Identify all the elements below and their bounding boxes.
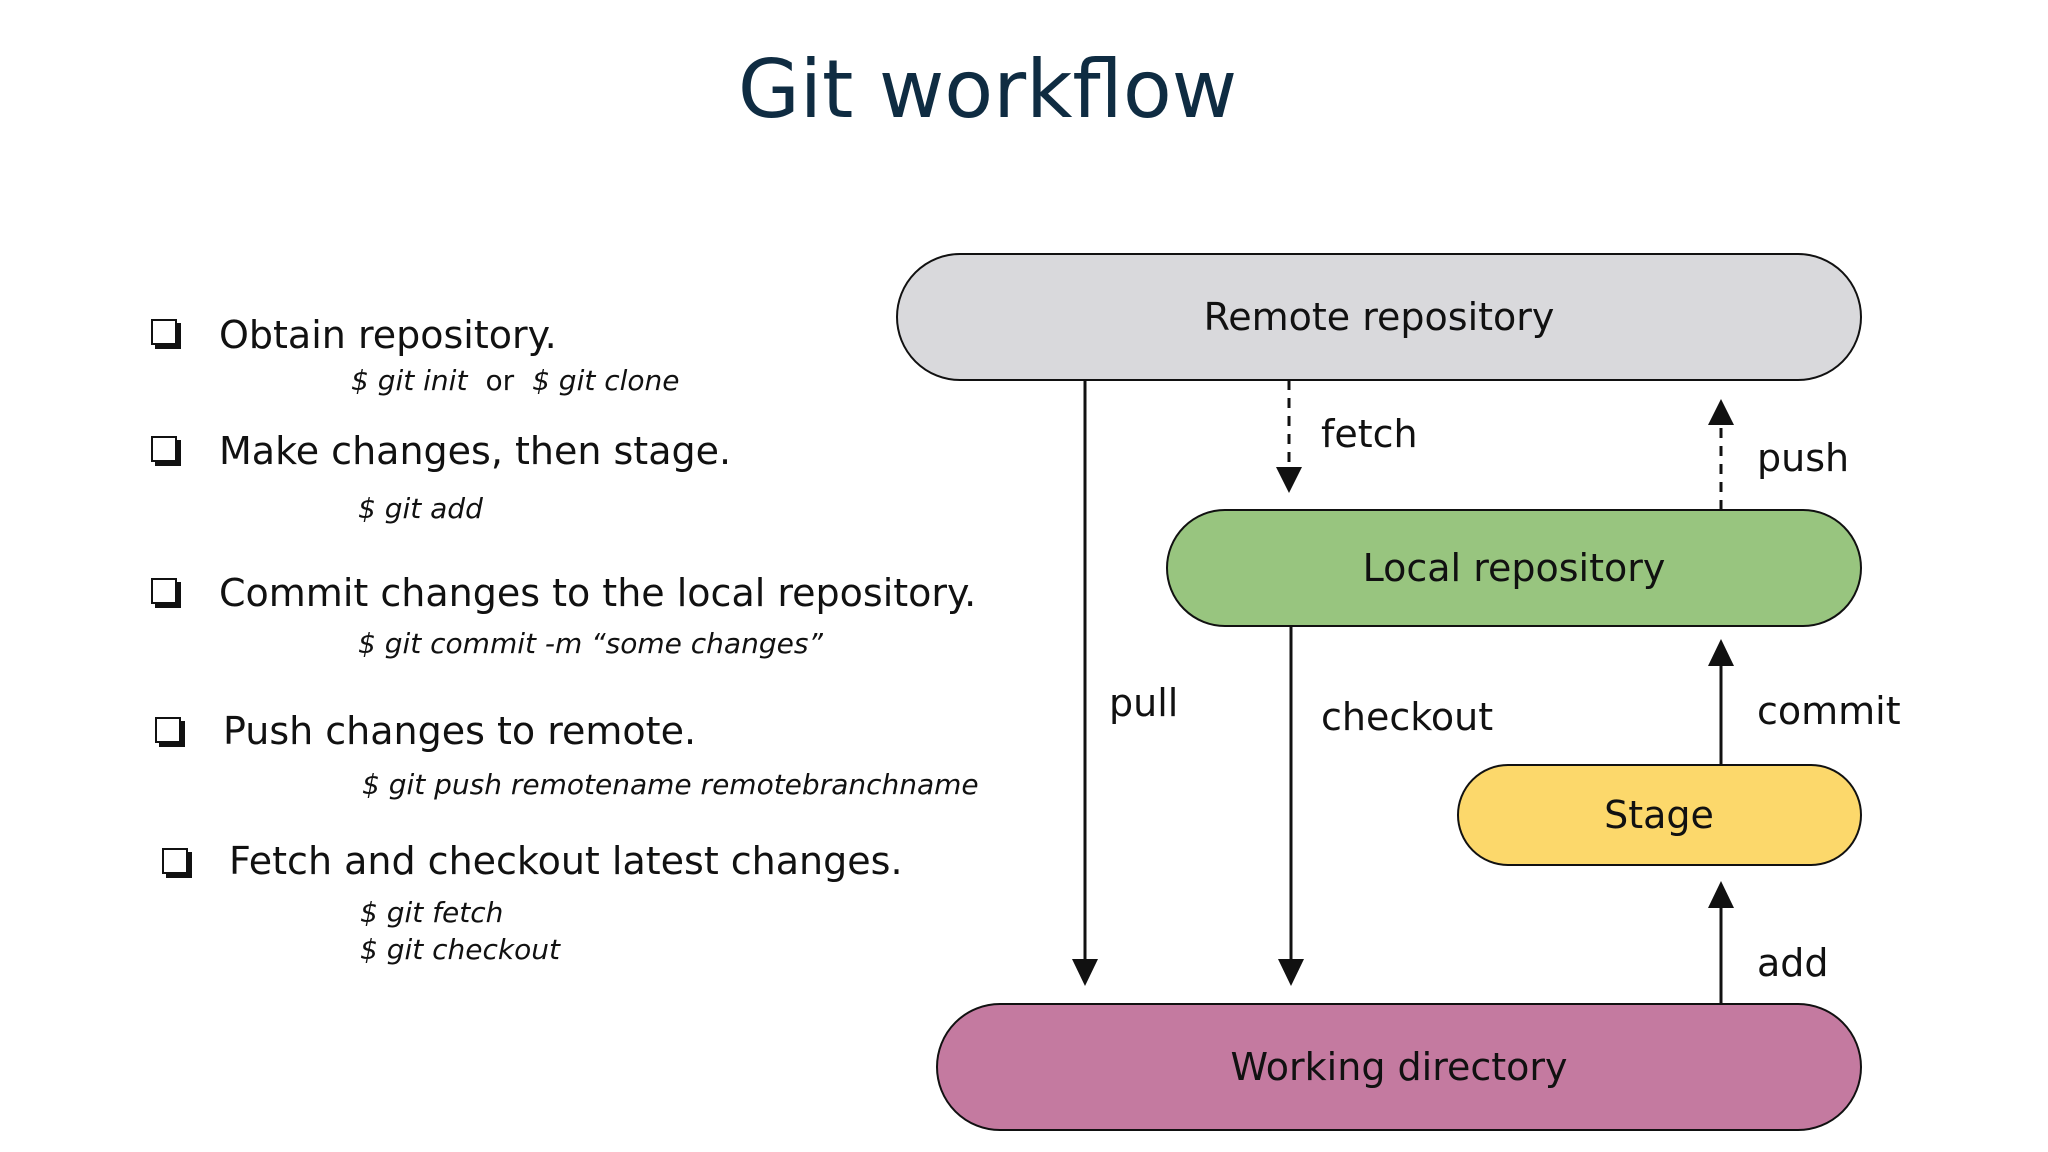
add-label: add [1757,941,1829,985]
node-local-repository: Local repository [1166,509,1862,627]
step-push-changes: Push changes to remote. [223,709,697,753]
commit-label: commit [1757,689,1901,733]
checkbox-icon [155,717,181,743]
push-label: push [1757,436,1849,480]
push-arrowhead [1708,399,1734,425]
remote-repository-shape [896,253,1862,381]
checkout-arrowhead [1278,959,1304,986]
stage-label: Stage [1604,793,1714,837]
checkout-label: checkout [1321,695,1493,739]
working-directory-label: Working directory [1230,1045,1567,1089]
local-repository-shape [1166,509,1862,627]
step-commit-changes: Commit changes to the local repository. [219,571,977,615]
pull-arrowhead [1072,959,1098,986]
page-title: Git workflow [737,43,1238,136]
edge-commit: commit [1708,639,1901,765]
node-working-directory: Working directory [936,1003,1862,1131]
command-git-commit: $ git commit -m “some changes” [358,627,823,660]
command-git-fetch: $ git fetch [360,896,504,929]
edge-push: push [1708,399,1849,510]
node-stage: Stage [1457,764,1862,866]
step-make-changes: Make changes, then stage. [219,429,732,473]
command-git-add: $ git add [358,492,483,525]
working-directory-shape [936,1003,1862,1131]
step-fetch-checkout: Fetch and checkout latest changes. [229,839,903,883]
local-repository-label: Local repository [1363,546,1666,590]
checkbox-icon [162,848,188,874]
command-git-init: $ git init [351,364,468,397]
pull-label: pull [1109,681,1178,725]
fetch-arrowhead [1276,467,1302,493]
edge-checkout: checkout [1278,626,1493,986]
checkbox-icon [151,578,177,604]
checkbox-icon [151,436,177,462]
checkbox-icon [151,319,177,345]
edge-pull: pull [1072,380,1178,986]
command-git-clone: $ git clone [532,364,680,397]
add-arrowhead [1708,881,1734,908]
remote-repository-label: Remote repository [1204,295,1555,339]
step-obtain-repository: Obtain repository. [219,313,557,357]
node-remote-repository: Remote repository [896,253,1862,381]
command-git-push: $ git push remotename remotebranchname [362,768,979,801]
edge-add: add [1708,881,1829,1004]
commit-arrowhead [1708,639,1734,666]
edge-fetch: fetch [1276,380,1418,493]
command-or: or [485,364,515,397]
stage-shape [1457,764,1862,866]
command-git-checkout: $ git checkout [360,933,560,966]
fetch-label: fetch [1321,412,1418,456]
step-obtain-repository-commands: $ git init or $ git clone [351,363,680,399]
